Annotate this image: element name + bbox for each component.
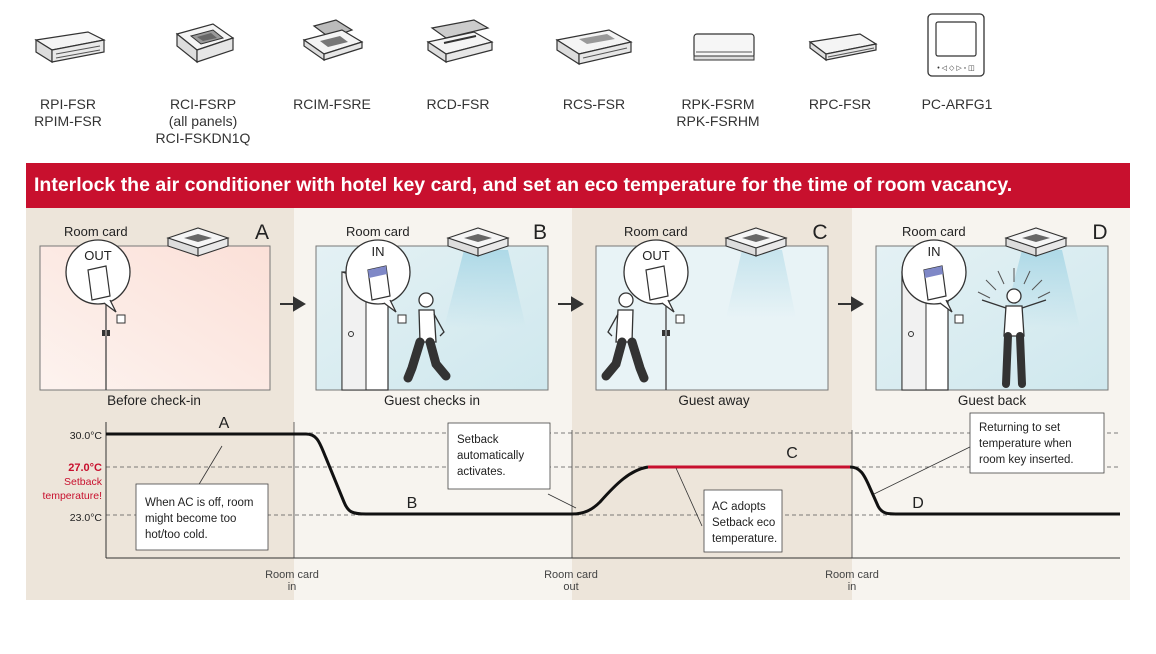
y-label-23: 23.0°C [70,512,103,524]
callout-eco-temp: AC adopts Setback eco temperature. [703,489,783,553]
event-label-3: Room card [825,569,879,581]
remote-controller-icon: • ◁ ◇ ▷ ▫ ◫ [927,13,985,77]
callout-line: Returning to set [979,422,1061,434]
product-rcs: RCS-FSR [546,10,642,113]
product-rci: RCI-FSRP (all panels) RCI-FSKDN1Q [148,10,258,147]
product-rpc: RPC-FSR [792,10,888,113]
arrow-right-icon [280,296,306,312]
ducted-unit-icon [34,31,106,64]
product-name: RCIM-FSRE [293,96,371,112]
comfort-rays-icon [977,268,1051,299]
y-label-setback-2: temperature! [42,490,102,502]
product-name: RPK-FSRHM [676,113,760,129]
scene-caption-b: Guest checks in [384,393,480,408]
room-card-label-a: Room card [64,224,128,239]
event-label-2: Room card [544,569,598,581]
product-rcim: RCIM-FSRE [284,10,380,113]
wall-mounted-unit-icon [693,33,755,61]
segment-letter-c: C [786,445,798,462]
cassette-4way-icon [175,23,235,64]
compact-cassette-icon [302,19,364,62]
card-state-c: OUT [642,248,670,263]
room-d [875,227,1109,391]
room-card-label-b: Room card [346,224,410,239]
scenario-diagram: Room card OUT A Before check-in Room car… [39,221,1120,593]
product-name: RCI-FSRP [169,96,237,112]
product-name: RPI-FSR [40,96,96,112]
arrow-right-icon [558,296,584,312]
y-label-setback-1: Setback [64,476,103,488]
room-card-label-d: Room card [902,224,966,239]
product-pc-arfg1: • ◁ ◇ ▷ ▫ ◫ PC-ARFG1 [912,10,1002,113]
guest-figure [981,288,1047,388]
product-name: (all panels) [168,113,238,129]
callout-line: AC adopts [712,501,766,513]
product-name: RCD-FSR [426,96,490,112]
segment-letter-a: A [219,415,230,432]
event-label-1b: in [288,581,297,593]
y-label-27: 27.0°C [68,462,102,474]
event-label-2b: out [563,581,578,593]
scene-caption-a: Before check-in [107,393,201,408]
callout-line: hot/too cold. [145,529,208,541]
y-label-30: 30.0°C [70,430,103,442]
temperature-graph [105,422,1120,559]
scene-caption-d: Guest back [958,393,1027,408]
headline-banner: Interlock the air conditioner with hotel… [26,163,1130,208]
temperature-curve [106,432,649,516]
callout-line: Setback [457,434,499,446]
ceiling-suspended-cassette-icon [555,29,633,66]
callout-line: automatically [457,450,524,462]
scene-letter-c: C [812,221,827,244]
temperature-curve-return [849,465,1120,516]
segment-letter-d: D [912,495,924,512]
product-name: RPC-FSR [808,96,872,112]
arrow-right-icon [838,296,864,312]
scene-caption-c: Guest away [678,393,750,408]
scene-letter-b: B [533,221,547,244]
callout-line: activates. [457,466,506,478]
ceiling-unit-icon [808,33,878,62]
room-a [39,227,271,391]
product-name: RCS-FSR [562,96,626,112]
callout-line: temperature when [979,438,1072,450]
product-rpi: RPI-FSR RPIM-FSR [20,10,116,130]
room-card-label-c: Room card [624,224,688,239]
callout-ac-off: When AC is off, room might become too ho… [135,483,269,551]
2way-cassette-icon [426,19,494,64]
scene-letter-d: D [1092,221,1107,244]
scene-letter-a: A [255,221,269,244]
room-b [315,227,549,391]
card-state-d: IN [928,244,941,259]
card-state-a: OUT [84,248,112,263]
callout-line: When AC is off, room [145,497,253,509]
segment-letter-b: B [407,495,418,512]
product-name: PC-ARFG1 [921,96,993,112]
room-c [595,227,829,391]
remote-buttons: • ◁ ◇ ▷ ▫ ◫ [937,65,974,72]
product-name: RPK-FSRM [681,96,755,112]
event-label-1: Room card [265,569,319,581]
callout-line: room key inserted. [979,454,1074,466]
product-name: RPIM-FSR [34,113,102,129]
callout-line: temperature. [712,533,777,545]
callout-line: might become too [145,513,236,525]
callout-line: Setback eco [712,517,775,529]
product-name: RCI-FSKDN1Q [155,130,251,146]
product-rpk: RPK-FSRM RPK-FSRHM [668,10,768,130]
callout-return: Returning to set temperature when room k… [969,412,1105,474]
card-state-b: IN [372,244,385,259]
product-rcd: RCD-FSR [410,10,506,113]
event-label-3b: in [848,581,857,593]
callout-setback-activates: Setback automatically activates. [447,422,551,490]
product-lineup: RPI-FSR RPIM-FSR RCI-FSRP (all panels) R… [0,0,1156,150]
